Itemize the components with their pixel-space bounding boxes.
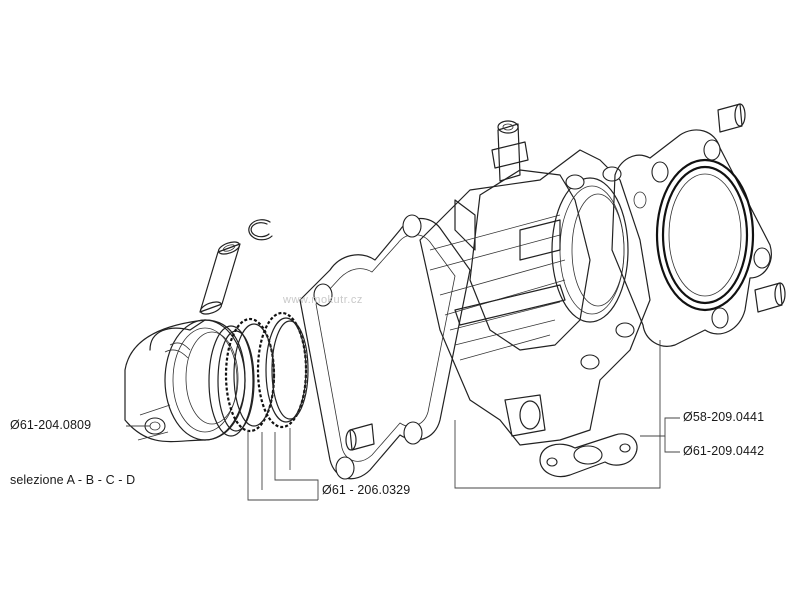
selection-grades-label: selezione A - B - C - D	[10, 473, 136, 487]
circlip	[248, 219, 273, 241]
upper-studs	[717, 103, 786, 313]
piston-rings	[208, 311, 309, 437]
piston-part-number: Ø61-204.0809	[10, 418, 92, 432]
head-gasket	[611, 129, 772, 347]
watermark: www.mokutr.cz	[283, 294, 363, 306]
leader-lines	[126, 340, 680, 501]
water-outlet-nipple	[491, 120, 529, 182]
cylinder-block	[419, 149, 651, 446]
lower-studs	[345, 423, 375, 451]
base-gasket	[299, 214, 471, 480]
gasket-61-part-number: Ø61-209.0442	[683, 444, 765, 458]
small-exhaust-gasket	[539, 433, 638, 478]
gasket-58-part-number: Ø58-209.0441	[683, 410, 765, 424]
rings-part-number: Ø61 - 206.0329	[322, 483, 411, 497]
piston-pin	[199, 241, 241, 315]
